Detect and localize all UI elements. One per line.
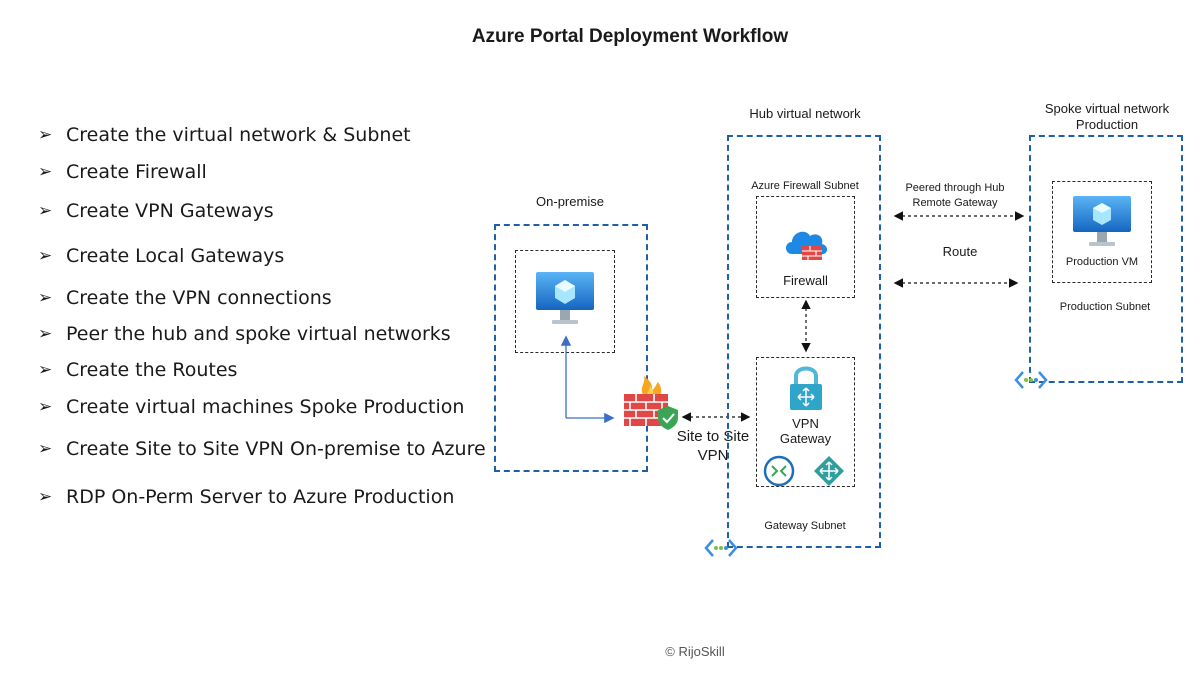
step-item: ➢ Create the Routes xyxy=(38,359,237,381)
local-network-gateway-icon xyxy=(763,455,795,487)
onprem-server-icon xyxy=(536,272,594,324)
bullet-arrow-icon: ➢ xyxy=(38,360,53,380)
vpn-gateway-label-line1: VPN xyxy=(792,416,819,431)
bullet-arrow-icon: ➢ xyxy=(38,397,53,417)
spoke-label: Spoke virtual network Production xyxy=(1024,101,1190,133)
peering-label-line1: Peered through Hub xyxy=(905,182,1005,194)
production-vm-icon xyxy=(1073,196,1131,246)
onprem-box xyxy=(494,224,648,472)
step-text: Create the Routes xyxy=(66,359,238,381)
production-subnet-label: Production Subnet xyxy=(1059,301,1151,313)
hub-label: Hub virtual network xyxy=(749,106,861,121)
vpn-gateway-lock-icon xyxy=(790,366,822,410)
gateway-subnet-label: Gateway Subnet xyxy=(764,520,846,532)
step-text: Create Local Gateways xyxy=(66,245,285,267)
onprem-firewall-icon xyxy=(624,376,678,430)
spoke-label-line1: Spoke virtual network xyxy=(1044,101,1170,116)
vpn-gateway-label: VPN Gateway xyxy=(756,416,855,446)
firewall-label: Firewall xyxy=(783,273,828,288)
s2s-vpn-label-line1: Site to Site xyxy=(676,428,750,445)
onprem-label: On-premise xyxy=(536,194,604,209)
s2s-vpn-label: Site to Site VPN xyxy=(668,427,758,465)
copyright-footer: © RijoSkill xyxy=(665,644,725,659)
s2s-vpn-label-line2: VPN xyxy=(697,447,729,464)
bullet-arrow-icon: ➢ xyxy=(38,288,53,308)
step-text: Create virtual machines Spoke Production xyxy=(66,396,465,418)
gateway-subnet-box xyxy=(756,357,855,487)
step-item: ➢ Peer the hub and spoke virtual networks xyxy=(38,323,451,345)
page-title: Azure Portal Deployment Workflow xyxy=(471,26,789,47)
hub-vnet-icon xyxy=(704,539,738,557)
bullet-arrow-icon: ➢ xyxy=(38,439,53,459)
spoke-label-line2: Production xyxy=(1075,117,1139,132)
bullet-arrow-icon: ➢ xyxy=(38,487,53,507)
step-text: Create the VPN connections xyxy=(66,287,332,309)
bullet-arrow-icon: ➢ xyxy=(38,246,53,266)
peering-label: Peered through Hub Remote Gateway xyxy=(890,181,1020,211)
step-text: RDP On-Perm Server to Azure Production xyxy=(66,486,455,508)
step-item: ➢ Create virtual machines Spoke Productio… xyxy=(38,396,464,418)
step-item: ➢ Create VPN Gateways xyxy=(38,200,274,222)
spoke-vnet-box xyxy=(1029,135,1183,383)
hub-vnet-box xyxy=(727,135,881,548)
bullet-arrow-icon: ➢ xyxy=(38,125,53,145)
vpn-gateway-label-line2: Gateway xyxy=(779,431,832,446)
step-item: ➢ Create the VPN connections xyxy=(38,287,332,309)
firewall-subnet-label: Azure Firewall Subnet xyxy=(751,180,859,192)
firewall-subnet-box xyxy=(756,196,855,298)
step-item: ➢ Create the virtual network & Subnet xyxy=(38,124,411,146)
route-table-icon xyxy=(814,456,844,486)
step-item: ➢ RDP On-Perm Server to Azure Production xyxy=(38,486,454,508)
spoke-vnet-icon xyxy=(1014,371,1048,389)
production-vm-box xyxy=(1052,181,1152,283)
step-text: Peer the hub and spoke virtual networks xyxy=(66,323,451,345)
step-item: ➢ Create Firewall xyxy=(38,161,207,183)
peering-label-line2: Remote Gateway xyxy=(912,197,998,209)
bullet-arrow-icon: ➢ xyxy=(38,201,53,221)
bullet-arrow-icon: ➢ xyxy=(38,162,53,182)
step-text: Create the virtual network & Subnet xyxy=(66,124,411,146)
step-item: ➢ Create Local Gateways xyxy=(38,245,284,267)
bullet-arrow-icon: ➢ xyxy=(38,324,53,344)
azure-firewall-icon xyxy=(786,231,828,260)
production-vm-label: Production VM xyxy=(1065,256,1139,268)
onprem-server-box xyxy=(515,250,615,353)
route-label: Route xyxy=(942,244,978,259)
step-text: Create Site to Site VPN On-premise to Az… xyxy=(66,438,486,460)
step-text: Create VPN Gateways xyxy=(66,200,274,222)
step-text: Create Firewall xyxy=(66,161,207,183)
step-item: ➢ Create Site to Site VPN On-premise to A… xyxy=(38,438,486,460)
